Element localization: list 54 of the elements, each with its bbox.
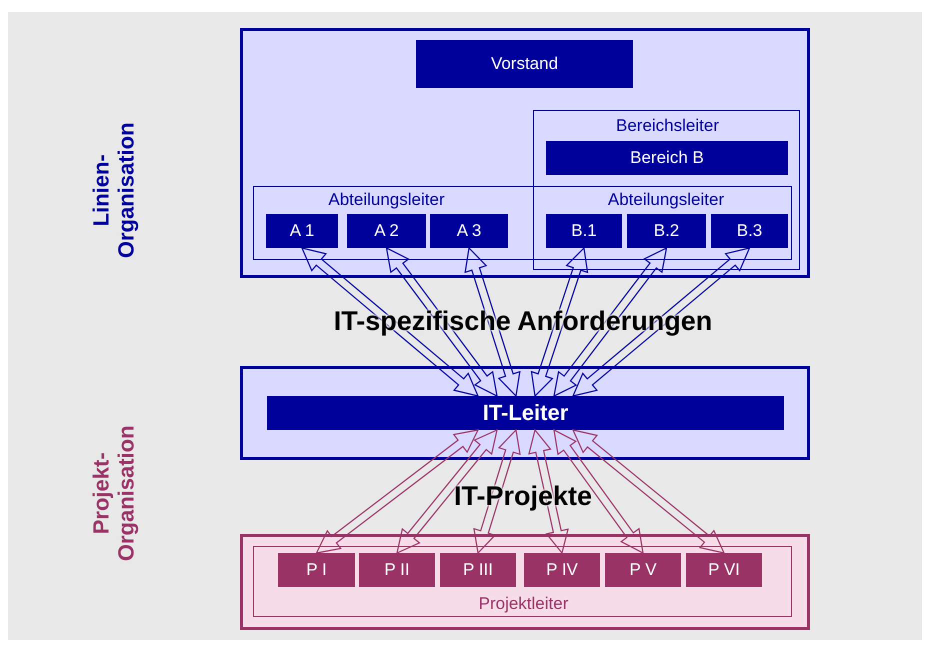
department-box [546,214,622,248]
double-arrow [386,246,498,398]
double-arrow [553,428,644,554]
box-label: Bereich B [630,148,704,168]
group-heading: Abteilungsleiter [327,190,446,210]
box-label: B.1 [571,221,597,241]
double-arrow [300,247,480,397]
project-box [686,553,762,587]
project-box [440,553,516,587]
box-label: P II [384,560,410,580]
department-box [347,214,426,248]
double-arrow [553,246,668,398]
project-box [524,553,600,587]
group-heading: Projektleiter [478,594,570,614]
double-arrow [464,246,521,398]
project-box [359,553,435,587]
project-box [605,553,681,587]
double-arrow [528,428,569,554]
box-label: P V [629,560,657,580]
double-arrow [572,429,726,554]
department-box [253,186,792,260]
group-heading: Abteilungsleiter [606,190,726,210]
department-box [711,214,788,248]
section-label: Linien-Organisation [88,121,140,260]
project-box [278,553,355,587]
it-lead-bar [267,396,784,430]
box-label: A 2 [374,221,399,241]
group-heading: Bereichsleiter [615,116,720,136]
box-label: B.3 [736,221,762,241]
box-label: P IV [546,560,578,580]
box-label: P VI [708,560,740,580]
box-label: A 3 [456,221,482,241]
box-label: P III [463,560,493,580]
division-bar [546,141,788,175]
box-label: Vorstand [490,54,558,74]
double-arrow [396,428,498,554]
division-box [533,110,800,270]
box-label: IT-Leiter [482,400,568,426]
it-box [240,366,810,460]
department-box [430,214,508,248]
double-arrow [530,246,588,398]
project-lead-box [253,546,792,617]
organization-box [240,28,810,278]
box-label: A 1 [290,221,314,241]
double-arrow [315,429,480,554]
box-label: P I [306,560,327,580]
department-box [627,214,706,248]
department-box [266,214,338,248]
role-box [416,40,633,88]
double-arrow [572,247,751,397]
box-label: B.2 [654,221,680,241]
project-organization-box [240,534,810,630]
double-arrow [473,428,521,554]
section-label: Projekt-Organisation [88,424,140,564]
